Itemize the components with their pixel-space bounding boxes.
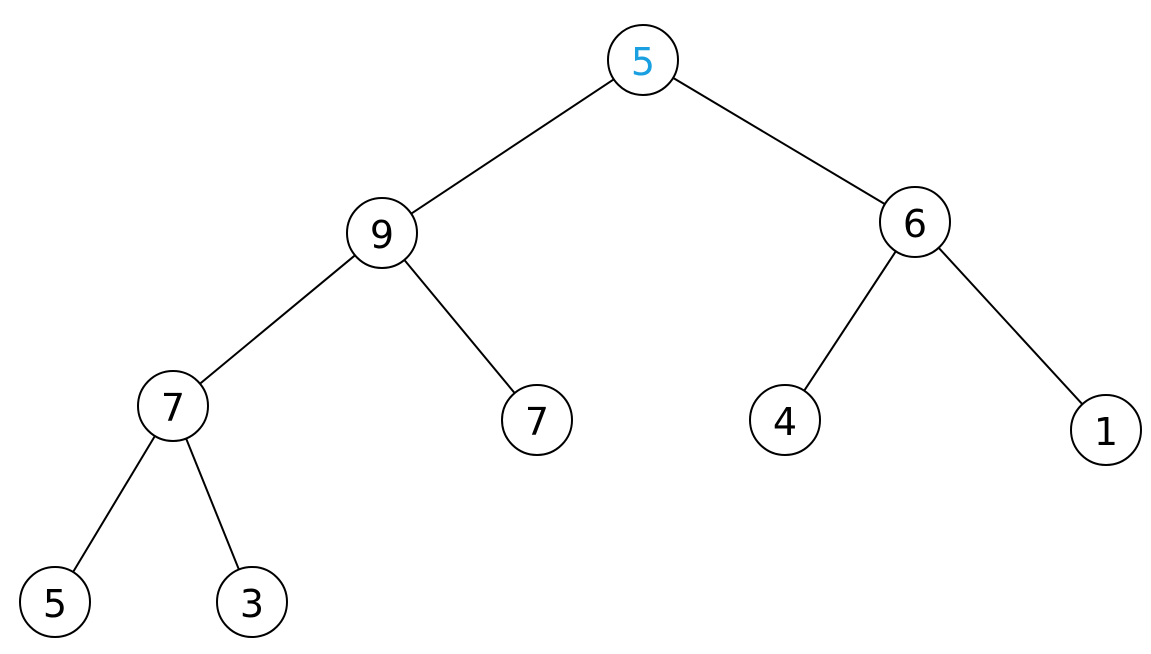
node-label: 3 (240, 582, 264, 626)
edge-n6-n4 (803, 250, 897, 392)
edge-root-n9 (410, 78, 615, 215)
tree-nodes: 5 9 6 7 7 4 1 5 3 (19, 24, 1142, 638)
tree-node-n9: 9 (346, 197, 418, 269)
node-circle (607, 24, 679, 96)
tree-edges (72, 77, 1084, 573)
node-label: 4 (773, 400, 797, 444)
node-circle (137, 370, 209, 442)
node-circle (1070, 394, 1142, 466)
node-circle (879, 186, 951, 258)
node-label: 5 (631, 40, 655, 84)
tree-node-n4: 4 (749, 384, 821, 456)
edge-root-n6 (672, 77, 886, 205)
node-circle (749, 384, 821, 456)
node-circle (216, 566, 288, 638)
tree-node-n3: 3 (216, 566, 288, 638)
tree-node-n6: 6 (879, 186, 951, 258)
node-label: 9 (370, 213, 394, 257)
tree-node-n7b: 7 (501, 384, 573, 456)
node-circle (346, 197, 418, 269)
node-label: 1 (1094, 410, 1118, 454)
tree-node-n1: 1 (1070, 394, 1142, 466)
edge-n7a-n5 (72, 435, 156, 573)
edge-n9-n7b (403, 259, 516, 394)
node-label: 7 (161, 386, 185, 430)
node-circle (19, 566, 91, 638)
edge-n6-n1 (937, 247, 1084, 405)
tree-node-n5: 5 (19, 566, 91, 638)
edge-n7a-n3 (185, 438, 240, 570)
node-label: 6 (903, 202, 927, 246)
node-circle (501, 384, 573, 456)
edge-n9-n7a (199, 254, 356, 385)
node-label: 5 (43, 582, 67, 626)
node-label: 7 (525, 400, 549, 444)
tree-node-n7a: 7 (137, 370, 209, 442)
tree-node-root: 5 (607, 24, 679, 96)
